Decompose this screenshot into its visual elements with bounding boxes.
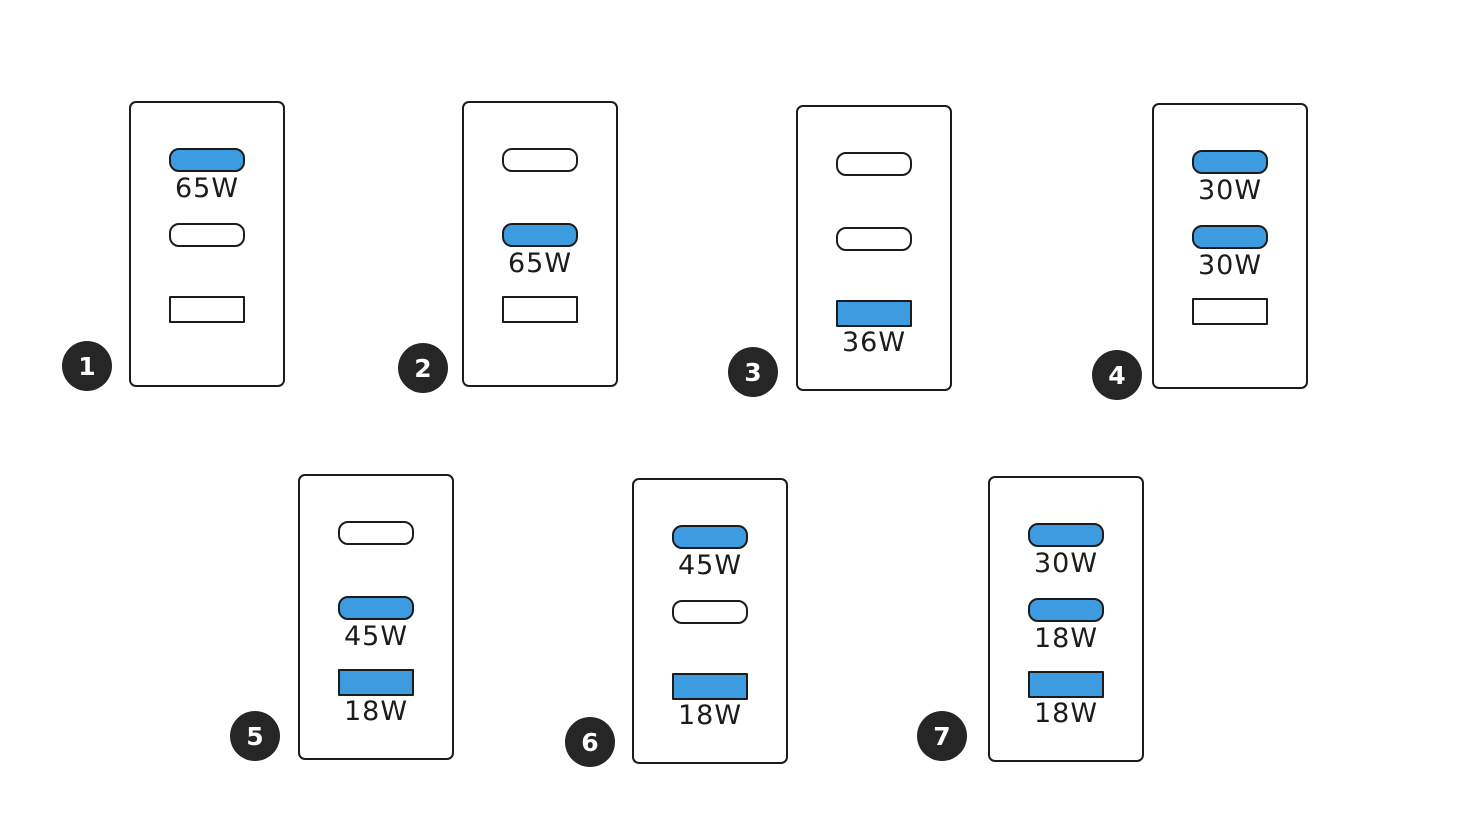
config-number-badge: 3 xyxy=(728,347,778,397)
usb-c-port-icon xyxy=(672,600,748,624)
port-wattage-label: 45W xyxy=(343,621,409,652)
usb-c-port-icon xyxy=(169,148,245,172)
usb-c-port-icon xyxy=(672,525,748,549)
port-wattage-label: 65W xyxy=(174,173,240,204)
usb-c-port-icon xyxy=(338,596,414,620)
config-number-badge: 1 xyxy=(62,341,112,391)
usb-c-port-icon xyxy=(338,521,414,545)
config-number-badge: 4 xyxy=(1092,350,1142,400)
port-wattage-label: 30W xyxy=(1033,548,1099,579)
charger-config-4: 30W 30W xyxy=(1152,103,1308,389)
usb-a-port-icon xyxy=(1028,671,1104,698)
usb-a-port-icon xyxy=(169,296,245,323)
port-wattage-label: 36W xyxy=(841,327,907,358)
usb-a-port-icon xyxy=(338,669,414,696)
port-wattage-label: 30W xyxy=(1197,250,1263,281)
config-number-badge: 2 xyxy=(398,343,448,393)
usb-c-port-icon xyxy=(836,152,912,176)
port-wattage-label: 18W xyxy=(1033,698,1099,729)
charger-config-3: 36W xyxy=(796,105,952,391)
usb-c-port-icon xyxy=(502,148,578,172)
charger-config-2: 65W xyxy=(462,101,618,387)
port-wattage-label: 65W xyxy=(507,248,573,279)
usb-c-port-icon xyxy=(836,227,912,251)
port-wattage-label: 18W xyxy=(343,696,409,727)
usb-c-port-icon xyxy=(1192,150,1268,174)
port-wattage-label: 18W xyxy=(677,700,743,731)
config-number-badge: 6 xyxy=(565,717,615,767)
charger-config-5: 45W 18W xyxy=(298,474,454,760)
config-number-badge: 7 xyxy=(917,711,967,761)
charger-config-1: 65W xyxy=(129,101,285,387)
charger-config-6: 45W 18W xyxy=(632,478,788,764)
usb-c-port-icon xyxy=(1192,225,1268,249)
port-wattage-label: 45W xyxy=(677,550,743,581)
port-wattage-label: 30W xyxy=(1197,175,1263,206)
usb-a-port-icon xyxy=(1192,298,1268,325)
usb-a-port-icon xyxy=(672,673,748,700)
usb-c-port-icon xyxy=(1028,598,1104,622)
usb-c-port-icon xyxy=(1028,523,1104,547)
config-number-badge: 5 xyxy=(230,711,280,761)
usb-c-port-icon xyxy=(502,223,578,247)
usb-a-port-icon xyxy=(502,296,578,323)
port-wattage-label: 18W xyxy=(1033,623,1099,654)
usb-a-port-icon xyxy=(836,300,912,327)
usb-c-port-icon xyxy=(169,223,245,247)
charger-config-7: 30W 18W 18W xyxy=(988,476,1144,762)
